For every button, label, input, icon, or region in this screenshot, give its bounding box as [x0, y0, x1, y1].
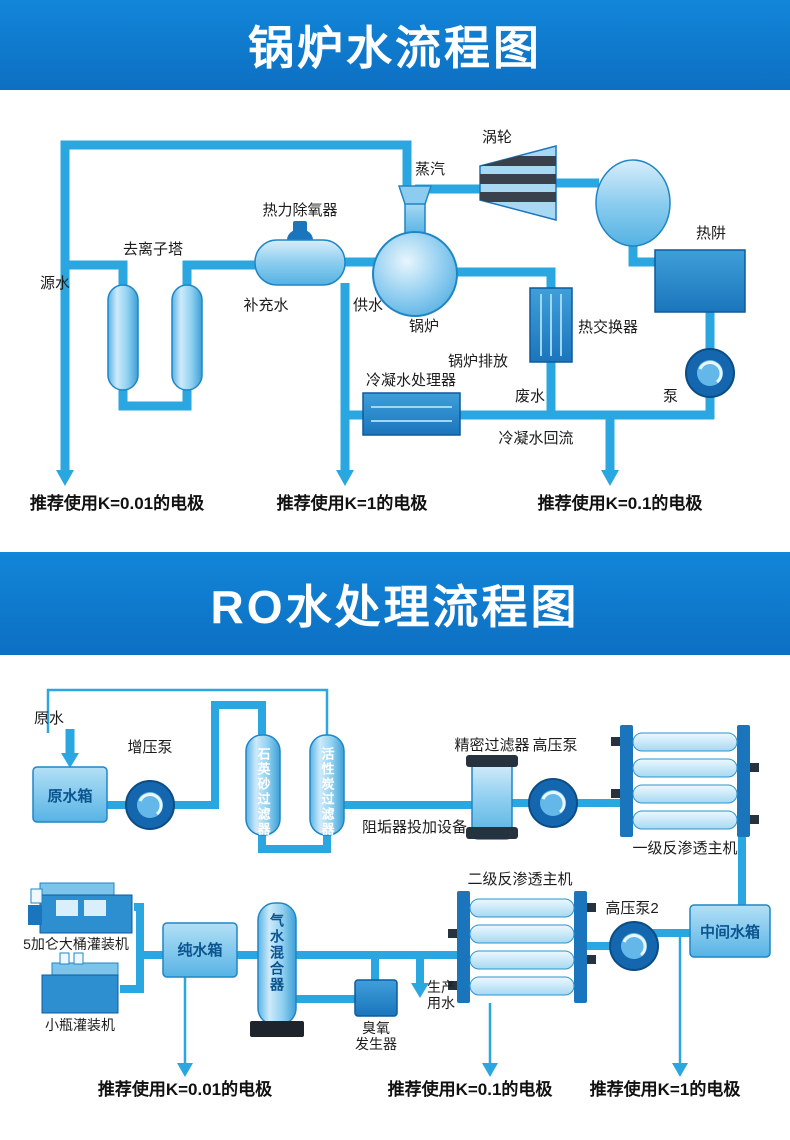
- gas-water-mixer: 气水混合器: [250, 902, 304, 1037]
- label-barrel-filling-machine: 5加仑大桶灌装机: [23, 936, 129, 952]
- label-heat-exchanger: 热交换器: [578, 318, 638, 336]
- label-source-water: 源水: [40, 275, 70, 292]
- arrow-production-water: [411, 983, 429, 998]
- precision-filter: [466, 755, 518, 840]
- arrow-k1: [336, 470, 354, 486]
- label-booster-pump: 增压泵: [127, 739, 172, 756]
- label-ozone-generator-2: 发生器: [355, 1036, 397, 1052]
- ozone-generator-box: [354, 979, 398, 1017]
- condenser-vessel: [595, 159, 671, 247]
- label-production-water-1: 生产: [427, 979, 455, 995]
- boiler-rec-k01: 推荐使用K=0.1的电极: [538, 493, 703, 513]
- ro-arrows: [61, 753, 688, 1077]
- boiler-measure-arrows: [56, 470, 619, 486]
- label-makeup-water: 补充水: [243, 297, 288, 314]
- label-gas-water-mixer: 气水混合器: [269, 912, 285, 993]
- heat-sink-tank: [654, 249, 746, 313]
- label-boiler: 锅炉: [409, 318, 439, 335]
- pump-shape: [685, 348, 735, 398]
- label-feed-water: 供水: [353, 297, 383, 314]
- label-thermal-deaerator: 热力除氧器: [262, 202, 337, 219]
- label-pump: 泵: [663, 388, 678, 405]
- quartz-sand-filter: 石英砂过滤器: [245, 734, 281, 837]
- label-high-pressure-pump: 高压泵: [532, 737, 577, 754]
- arrow-k01: [601, 470, 619, 486]
- label-stage2-ro: 二级反渗透主机: [467, 871, 572, 888]
- label-production-water-2: 用水: [427, 995, 455, 1011]
- label-raw-water-tank: 原水箱: [47, 787, 92, 805]
- condensate-processor-vessel: [362, 392, 461, 436]
- stage1-ro-rack: [611, 725, 759, 837]
- ro-flow-diagram: 原水箱 石英砂过滤器 活性炭过滤器: [0, 655, 790, 1140]
- label-high-pressure-pump2: 高压泵2: [605, 900, 658, 917]
- boiler-title: 锅炉水流程图: [248, 22, 542, 74]
- label-quartz-sand-filter: 石英砂过滤器: [256, 747, 272, 837]
- label-condensate-return: 冷凝水回流: [498, 430, 573, 447]
- label-precision-filter: 精密过滤器: [454, 737, 529, 754]
- raw-water-tank: 原水箱: [32, 766, 108, 823]
- turbine-shape: [479, 145, 557, 221]
- heat-exchanger-vessel: [529, 287, 573, 363]
- label-intermediate-tank: 中间水箱: [700, 923, 760, 941]
- label-condensate-processor: 冷凝水处理器: [366, 372, 456, 389]
- label-deionization-tower: 去离子塔: [123, 241, 183, 258]
- label-antiscalant-dosing: 阻垢器投加设备: [362, 819, 467, 836]
- ro-rec-k01: 推荐使用K=0.1的电极: [388, 1079, 553, 1099]
- label-pure-water-tank: 纯水箱: [177, 941, 222, 959]
- label-boiler-blowdown: 锅炉排放: [448, 353, 508, 370]
- high-pressure-pump-shape: [528, 778, 578, 828]
- pure-water-tank: 纯水箱: [162, 922, 238, 978]
- intermediate-tank: 中间水箱: [689, 904, 771, 958]
- boiler-banner: 锅炉水流程图: [0, 0, 790, 90]
- booster-pump-shape: [125, 780, 175, 830]
- ro-thin-pipes: [46, 688, 682, 1065]
- high-pressure-pump2-shape: [609, 921, 659, 971]
- ro-rec-k001: 推荐使用K=0.01的电极: [98, 1079, 272, 1099]
- stage2-ro-rack: [448, 891, 596, 1003]
- thermal-deaerator-vessel: [254, 221, 346, 286]
- boiler-rec-k1: 推荐使用K=1的电极: [277, 493, 428, 513]
- boiler-rec-k001: 推荐使用K=0.01的电极: [30, 493, 204, 513]
- label-activated-carbon-filter: 活性炭过滤器: [320, 746, 336, 837]
- bottle-filling-machine: [41, 952, 119, 1014]
- label-heat-sink: 热阱: [696, 225, 726, 242]
- arrow-raw-water: [61, 753, 79, 768]
- activated-carbon-filter: 活性炭过滤器: [309, 734, 345, 837]
- label-ozone-generator-1: 臭氧: [362, 1020, 390, 1036]
- deionization-towers: [107, 284, 203, 391]
- boiler-flow-diagram: 源水 去离子塔 热力除氧器 补充水 供水 蒸汽 涡轮 热阱 锅炉 热交换器 锅炉…: [0, 90, 790, 552]
- boiler-vessel: [372, 185, 458, 317]
- label-raw-water: 原水: [34, 710, 64, 727]
- ro-title: RO水处理流程图: [210, 580, 580, 633]
- arrow-k01: [482, 1063, 498, 1077]
- label-turbine: 涡轮: [482, 129, 512, 146]
- label-waste-water: 废水: [515, 388, 545, 405]
- label-steam: 蒸汽: [415, 161, 445, 178]
- ro-flow-svg: 原水箱 石英砂过滤器 活性炭过滤器: [23, 688, 771, 1099]
- ro-banner: RO水处理流程图: [0, 552, 790, 655]
- ro-rec-k1: 推荐使用K=1的电极: [590, 1079, 741, 1099]
- barrel-filling-machine: [28, 882, 133, 934]
- label-bottle-filling-machine: 小瓶灌装机: [45, 1017, 115, 1033]
- arrow-k001: [177, 1063, 193, 1077]
- boiler-flow-svg: 源水 去离子塔 热力除氧器 补充水 供水 蒸汽 涡轮 热阱 锅炉 热交换器 锅炉…: [30, 129, 746, 513]
- label-stage1-ro: 一级反渗透主机: [632, 840, 737, 857]
- arrow-k001: [56, 470, 74, 486]
- arrow-k1: [672, 1063, 688, 1077]
